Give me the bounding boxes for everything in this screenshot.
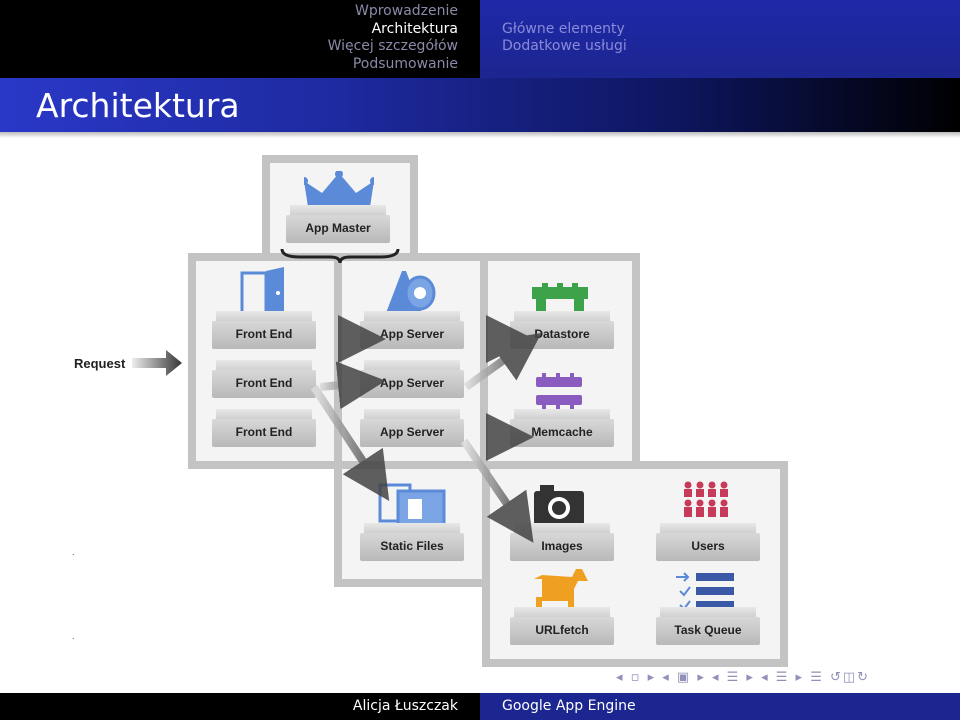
front-end-tile-3: Front End — [212, 409, 316, 447]
brace-icon — [280, 248, 400, 264]
slide-title-bar: Architektura — [0, 78, 960, 132]
users-icon — [684, 481, 728, 517]
front-end-tile-2: Front End — [212, 360, 316, 398]
stray-dot-2: . — [72, 632, 75, 641]
footer-author: Alicja Łuszczak — [352, 698, 458, 714]
subsection-nav: Główne elementy Dodatkowe usługi — [480, 0, 960, 78]
beamer-navigation-icons[interactable]: ◂ ▫ ▸ ◂ ▣ ▸ ◂ ☰ ▸ ◂ ☰ ▸ ☰ ↺◫↻ — [616, 670, 871, 685]
crown-icon — [304, 171, 374, 207]
nav-section-architektura[interactable]: Architektura — [371, 21, 458, 37]
header-bar: Wprowadzenie Architektura Więcej szczegó… — [0, 0, 960, 78]
architecture-diagram: App Master Request Front End Front End F… — [70, 155, 790, 667]
front-end-tile-1: Front End — [212, 311, 316, 349]
core-divider-2 — [480, 253, 488, 469]
nav-section-wiecej-szczegolow[interactable]: Więcej szczegółów — [327, 38, 458, 54]
dog-icon — [534, 569, 588, 611]
static-files-tile: Static Files — [360, 523, 464, 561]
footer: Alicja Łuszczak Google App Engine — [0, 693, 960, 720]
app-master-tile: App Master — [286, 205, 390, 243]
app-server-tile-3: App Server — [360, 409, 464, 447]
slide-title: Architektura — [36, 86, 240, 125]
camera-icon — [534, 485, 584, 525]
front-end-label-1: Front End — [235, 327, 293, 341]
nav-subsection-dodatkowe-uslugi[interactable]: Dodatkowe usługi — [502, 38, 627, 54]
datastore-icon — [532, 283, 588, 313]
task-queue-label: Task Queue — [674, 623, 742, 637]
front-end-label-3: Front End — [235, 425, 293, 439]
app-server-label-2: App Server — [379, 376, 445, 390]
nav-subsection-glowne-elementy[interactable]: Główne elementy — [502, 21, 625, 37]
images-label: Images — [541, 539, 583, 553]
datastore-label: Datastore — [534, 327, 590, 341]
app-master-label: App Master — [305, 221, 371, 235]
urlfetch-tile: URLfetch — [510, 607, 614, 645]
request-arrow-icon — [132, 350, 182, 376]
nav-section-wprowadzenie[interactable]: Wprowadzenie — [355, 3, 458, 19]
app-server-icon — [386, 271, 436, 313]
flow-arrows — [310, 315, 542, 543]
footer-left: Alicja Łuszczak — [0, 693, 480, 720]
footer-talk-title: Google App Engine — [502, 698, 636, 714]
memcache-label: Memcache — [531, 425, 593, 439]
section-nav: Wprowadzenie Architektura Więcej szczegó… — [0, 0, 480, 78]
urlfetch-label: URLfetch — [535, 623, 589, 637]
app-server-label-1: App Server — [379, 327, 445, 341]
title-shadow — [0, 132, 960, 138]
users-label: Users — [691, 539, 725, 553]
request-label: Request — [74, 356, 126, 371]
app-server-label-3: App Server — [379, 425, 445, 439]
front-end-label-2: Front End — [235, 376, 293, 390]
static-files-label: Static Files — [380, 539, 444, 553]
task-queue-tile: Task Queue — [656, 607, 760, 645]
stray-dot-1: . — [72, 548, 75, 557]
files-icon — [378, 483, 446, 527]
nav-section-podsumowanie[interactable]: Podsumowanie — [352, 56, 458, 72]
footer-right: Google App Engine — [480, 693, 960, 720]
users-tile: Users — [656, 523, 760, 561]
memcache-icon — [536, 373, 582, 411]
